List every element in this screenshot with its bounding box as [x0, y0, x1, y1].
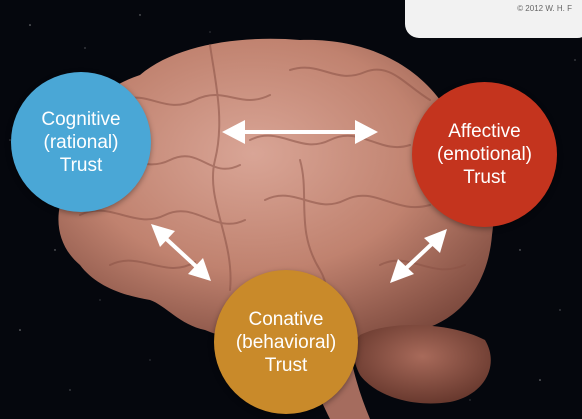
node-label-line: Cognitive	[41, 108, 121, 130]
arrowhead	[390, 259, 414, 283]
arrow-cognitive-conative	[160, 233, 202, 272]
node-label-line: Conative	[248, 308, 324, 330]
affective-trust-node: Affective (emotional) Trust	[412, 82, 557, 227]
arrowhead	[355, 120, 378, 144]
node-label-line: (rational)	[43, 131, 119, 153]
node-label-line: (behavioral)	[235, 331, 337, 353]
node-label-line: (emotional)	[436, 144, 533, 165]
arrow-affective-conative	[400, 238, 438, 274]
arrowhead	[151, 224, 175, 247]
node-label-line: Affective	[448, 121, 521, 142]
arrowhead	[222, 120, 245, 144]
arrowhead	[188, 258, 211, 281]
node-label-line: Trust	[463, 167, 506, 188]
conative-trust-node: Conative (behavioral) Trust	[214, 270, 358, 414]
arrowhead	[424, 229, 447, 253]
node-label-line: Trust	[59, 154, 103, 176]
node-label-line: Trust	[264, 354, 308, 376]
cognitive-trust-node: Cognitive (rational) Trust	[11, 72, 151, 212]
copyright-text: © 2012 W. H. F	[517, 4, 572, 13]
